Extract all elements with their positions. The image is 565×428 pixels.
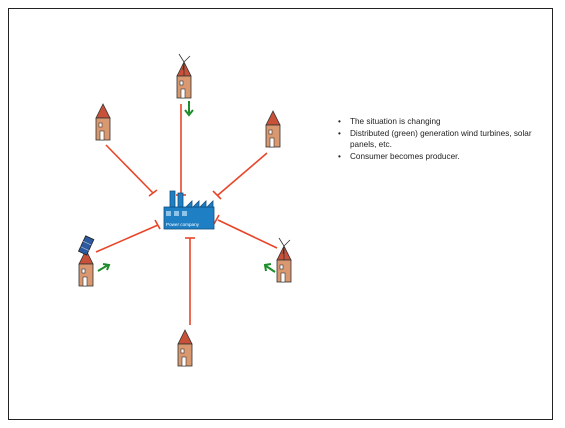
solar-panel-icon: [77, 235, 95, 256]
line-right: [217, 219, 278, 249]
line-top-left: [105, 144, 154, 194]
bullet-text: Distributed (green) generation wind turb…: [350, 128, 532, 150]
house-left: [77, 235, 95, 287]
green-arrow-icon: [184, 101, 194, 117]
bullet-item: • Distributed (green) generation wind tu…: [338, 128, 532, 150]
house-bottom: [177, 329, 193, 367]
house-top-left: [95, 103, 111, 141]
bullet-item: • Consumer becomes producer.: [338, 151, 460, 161]
house-top: [176, 53, 192, 99]
green-arrow-icon: [97, 263, 111, 272]
bullet-text: The situation is changing: [350, 117, 441, 126]
house-top-right: [265, 110, 281, 148]
slide-frame: [8, 8, 553, 420]
factory-icon: Power company: [163, 190, 215, 230]
bullet-text: Consumer becomes producer.: [350, 151, 460, 161]
green-arrow-icon: [263, 263, 276, 273]
line-top-right: [217, 152, 268, 196]
house-right: [276, 237, 292, 283]
line-left: [95, 224, 159, 253]
factory-label: Power company: [166, 222, 200, 227]
bullet-list: • The situation is changing • Distribute…: [336, 116, 546, 162]
bullet-item: • The situation is changing: [338, 117, 441, 126]
